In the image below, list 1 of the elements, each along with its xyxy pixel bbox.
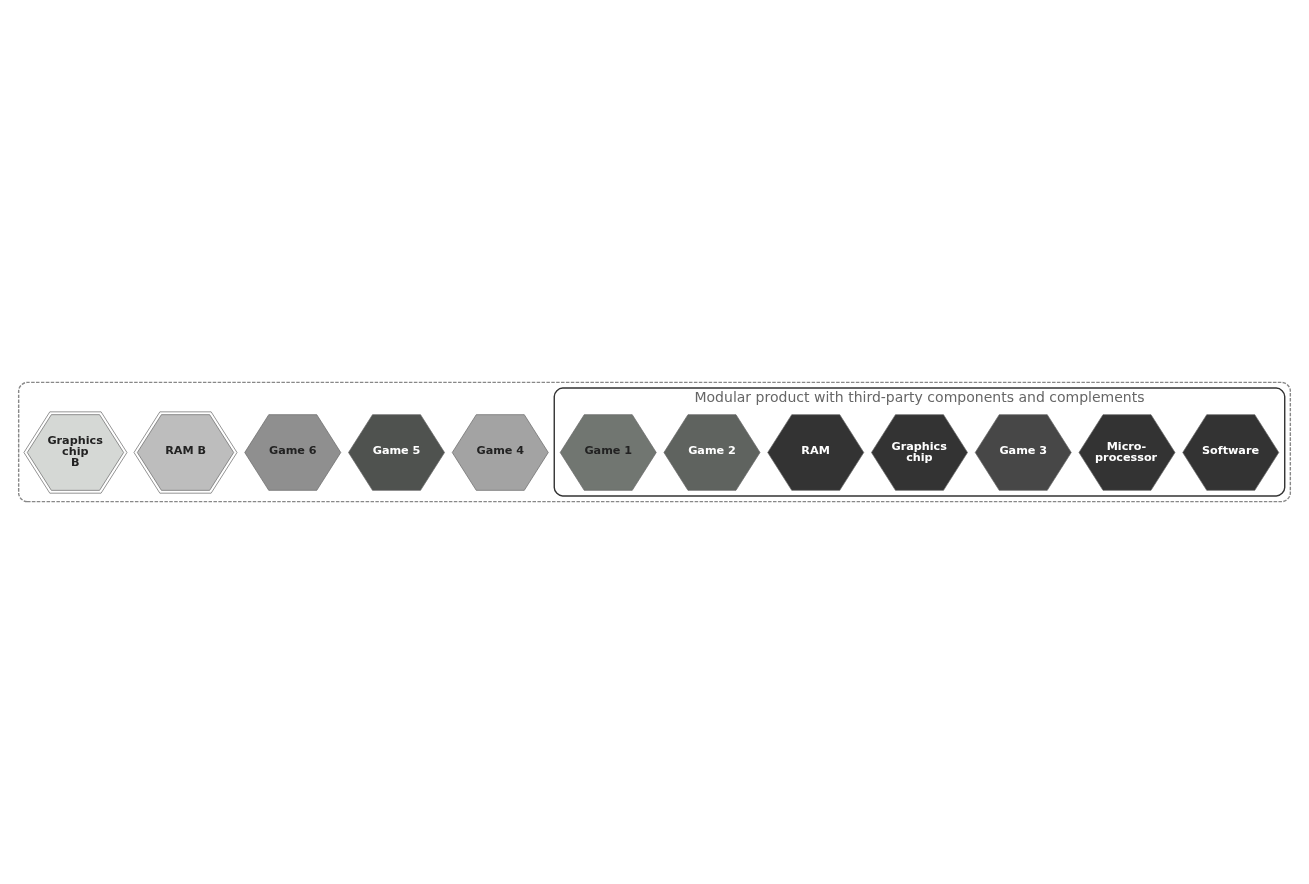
cluster xyxy=(17,381,1292,503)
